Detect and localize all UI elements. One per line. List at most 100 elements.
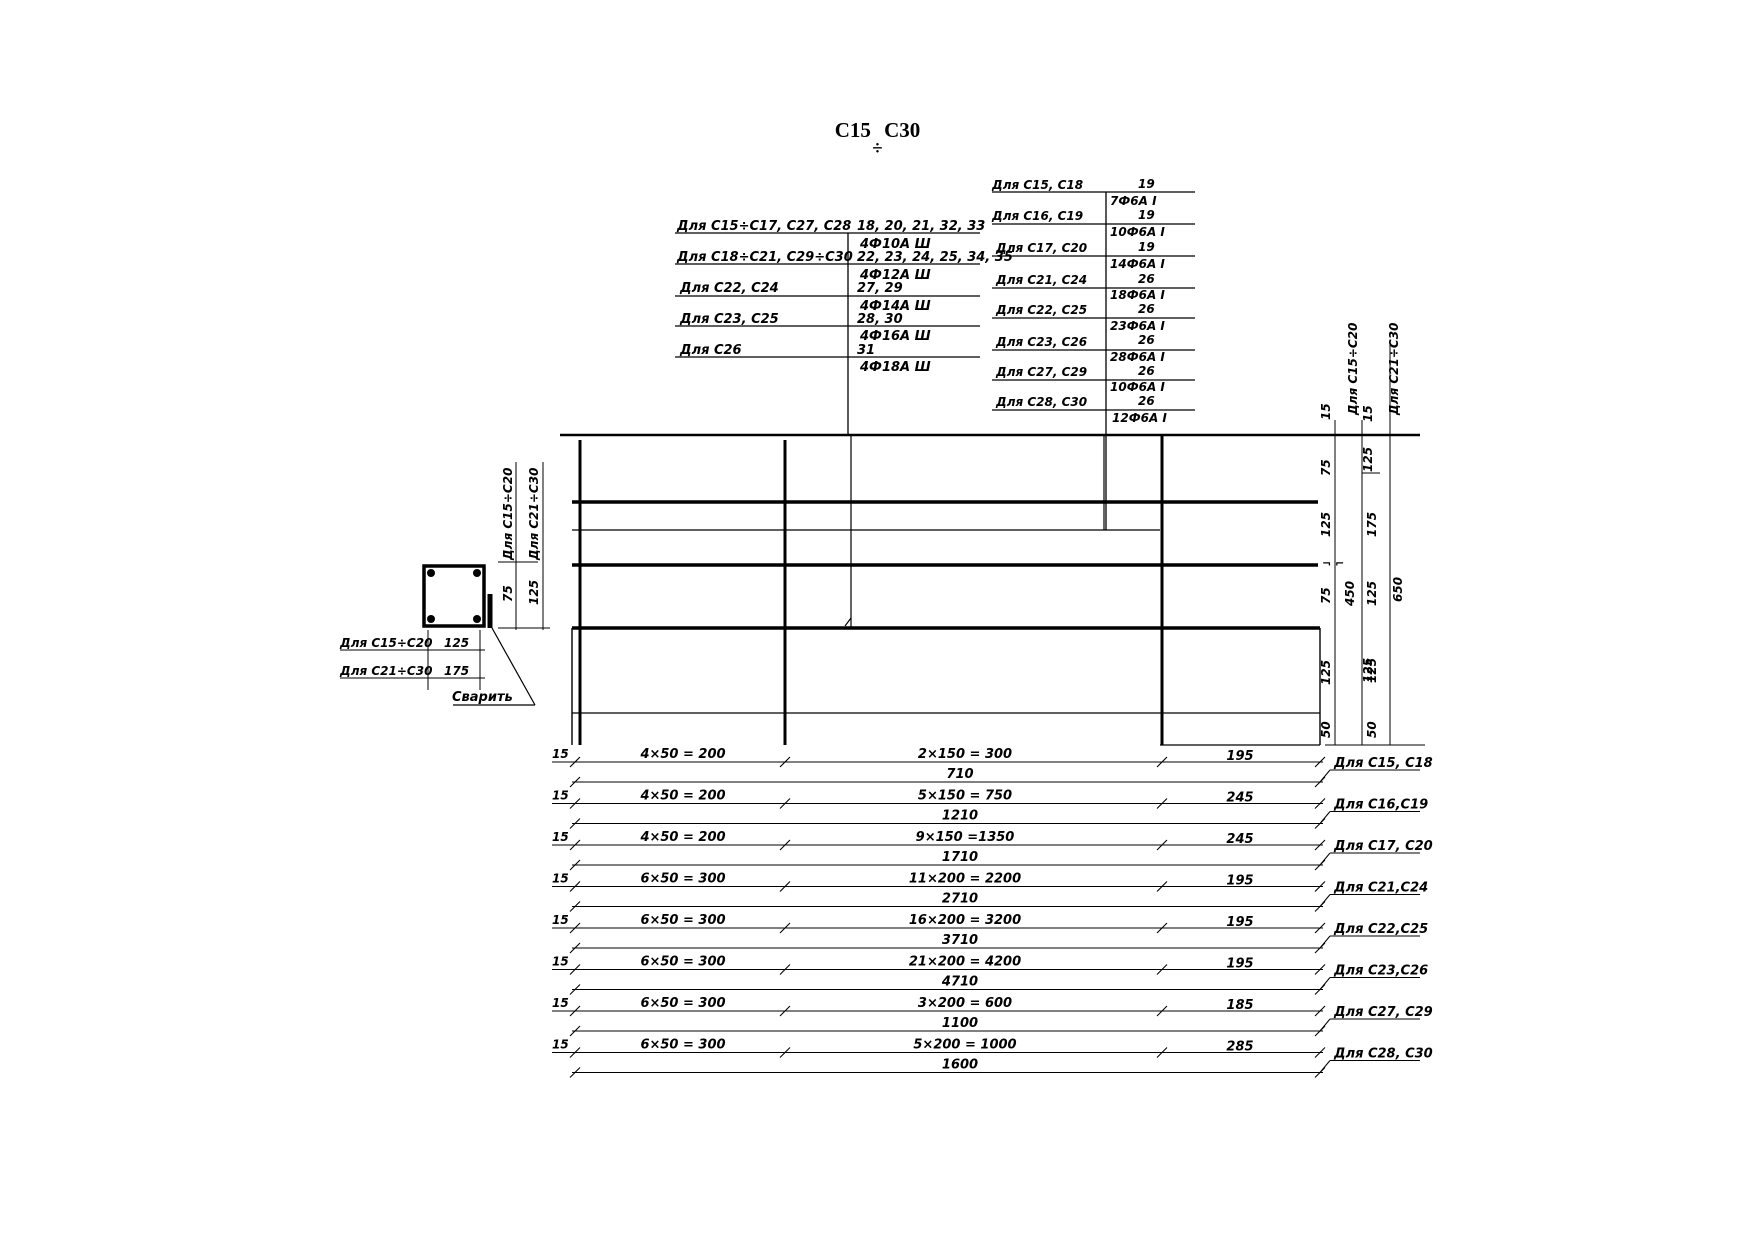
dimension-tick (1314, 922, 1326, 934)
total-length-dim: 710 (946, 767, 973, 782)
rebar-dot (427, 569, 435, 577)
dimension-tick (779, 964, 791, 975)
rebar-dot (473, 615, 481, 623)
stirrup-row-ref: 19 (1138, 208, 1155, 222)
dimension-tick (779, 1047, 791, 1058)
left-offset-dim: 15 (552, 872, 569, 886)
section-height-dim: 75 (501, 585, 515, 602)
dimension-leader (1319, 894, 1331, 907)
total-length-dim: 2710 (942, 892, 978, 907)
stirrup-table-text: Для С15, С18 19 7Ф6А I Для С16, С19 19 1… (991, 177, 1167, 425)
stirrup-row-ref: 26 (1138, 333, 1155, 347)
dim-col1: 125 (1319, 512, 1333, 537)
stirrup-row-rebar: 23Ф6А I (1110, 319, 1165, 333)
dimension-tick (569, 839, 581, 851)
stirrup-row-label: Для С23, С26 (995, 335, 1087, 349)
section-dimension-text: Для С15÷С20 Для С21÷С30 75 125 Для С15÷С… (339, 468, 541, 705)
dimension-tick (569, 776, 581, 788)
table-row-ref: 28, 30 (857, 312, 903, 327)
table-row-ref: 22, 23, 24, 25, 34, 35 (857, 250, 1013, 265)
segment-b-dim: 16×200 = 3200 (909, 913, 1021, 928)
table-row-rebar: 4Ф16А Ш (859, 329, 931, 344)
stirrup-row-rebar: 14Ф6А I (1110, 257, 1165, 271)
total-length-dim: 1600 (942, 1058, 978, 1073)
segment-a-dim: 6×50 = 300 (640, 1038, 725, 1053)
segment-a-dim: 6×50 = 300 (640, 872, 725, 887)
dim-col2: 125 (1365, 581, 1379, 606)
longitudinal-rebar-table-text: Для С15÷С17, С27, С28 18, 20, 21, 32, 33… (676, 219, 1013, 375)
dimension-tick (569, 881, 581, 892)
dimension-tick (1156, 922, 1168, 934)
group-label-b: Для С21÷С30 (1387, 323, 1401, 416)
segment-c-dim: 185 (1226, 998, 1253, 1013)
dimension-tick (1156, 881, 1168, 892)
table-row-label: Для С22, С24 (679, 281, 779, 296)
total-length-dim: 1100 (942, 1016, 978, 1031)
dim-col1: 50 (1319, 721, 1333, 738)
row-group-label: Для С28, С30 (1333, 1047, 1433, 1062)
total-length-dim: 4710 (941, 975, 978, 990)
total-length-dim: 1210 (942, 809, 978, 824)
dimension-tick (779, 798, 791, 809)
table-row-rebar: 4Ф12А Ш (859, 268, 931, 283)
dim-col3: 125 (1361, 658, 1375, 683)
dimension-leader (1319, 811, 1331, 824)
segment-b-dim: 11×200 = 2200 (909, 872, 1021, 887)
row-group-label: Для С16,С19 (1333, 798, 1428, 813)
weld-note: Сварить (452, 690, 513, 705)
stirrup-row-rebar: 28Ф6А I (1110, 350, 1165, 364)
stirrup-row-rebar: 18Ф6А I (1110, 288, 1165, 302)
dimension-tick (1156, 964, 1168, 975)
table-row-ref: 31 (857, 343, 875, 358)
dimension-tick (569, 1025, 581, 1037)
width-row-label: Для С15÷С20 (339, 636, 432, 650)
row-group-label: Для С15, С18 (1333, 756, 1433, 771)
right-dimension-text: Для С15÷С20 Для С21÷С30 15 75 125 75 125… (1319, 323, 1405, 738)
stirrup-row-label: Для С28, С30 (995, 395, 1087, 409)
rebar-dot (427, 615, 435, 623)
left-offset-dim: 15 (552, 830, 569, 844)
segment-b-dim: 3×200 = 600 (918, 996, 1012, 1011)
segment-a-dim: 6×50 = 300 (640, 913, 725, 928)
stirrup-row-rebar: 10Ф6А I (1110, 380, 1165, 394)
left-offset-dim: 15 (552, 996, 569, 1010)
width-row-value: 125 (444, 636, 469, 650)
dim-col1: 75 (1319, 459, 1333, 476)
dimension-tick (569, 1005, 581, 1017)
stirrup-row-ref: 26 (1138, 394, 1155, 408)
segment-b-dim: 2×150 = 300 (918, 747, 1012, 762)
dimension-tick (569, 818, 581, 829)
group-label-a: Для С15÷С20 (1346, 323, 1360, 416)
table-row-rebar: 4Ф18А Ш (859, 360, 931, 375)
dimension-leader (1319, 977, 1331, 990)
section-bars (427, 569, 481, 623)
stirrup-row-label: Для С16, С19 (991, 209, 1083, 223)
dim-col2: 450 (1343, 581, 1357, 607)
drawing-title: С15 С30 (834, 118, 921, 142)
segment-a-dim: 6×50 = 300 (640, 996, 725, 1011)
segment-a-dim: 4×50 = 200 (639, 830, 725, 845)
table-row-rebar: 4Ф14А Ш (859, 299, 931, 314)
row-group-label: Для С17, С20 (1333, 839, 1433, 854)
dimension-tick (1156, 1005, 1168, 1017)
group-label-b: Для С21÷С30 (527, 468, 541, 561)
dimension-tick (779, 756, 791, 768)
total-length-dim: 3710 (942, 933, 978, 948)
group-label-a: Для С15÷С20 (501, 468, 515, 561)
dimension-leader (1319, 935, 1331, 949)
dimension-tick (569, 1067, 581, 1078)
stirrup-row-label: Для С21, С24 (995, 273, 1087, 287)
dimension-tick (1156, 839, 1168, 851)
segment-a-dim: 4×50 = 200 (639, 747, 725, 762)
dim-col3: 175 (1365, 512, 1379, 537)
segment-b-dim: 5×200 = 1000 (913, 1038, 1016, 1053)
left-offset-dim: 15 (552, 955, 569, 969)
title-range-symbol: ÷ (872, 138, 883, 159)
rebar-dot (473, 569, 481, 577)
segment-b-dim: 21×200 = 4200 (909, 955, 1021, 970)
right-dimension-lines (1325, 340, 1425, 746)
dimension-tick (569, 1047, 581, 1058)
dimension-tick (569, 859, 581, 871)
left-offset-dim: 15 (552, 1038, 569, 1052)
